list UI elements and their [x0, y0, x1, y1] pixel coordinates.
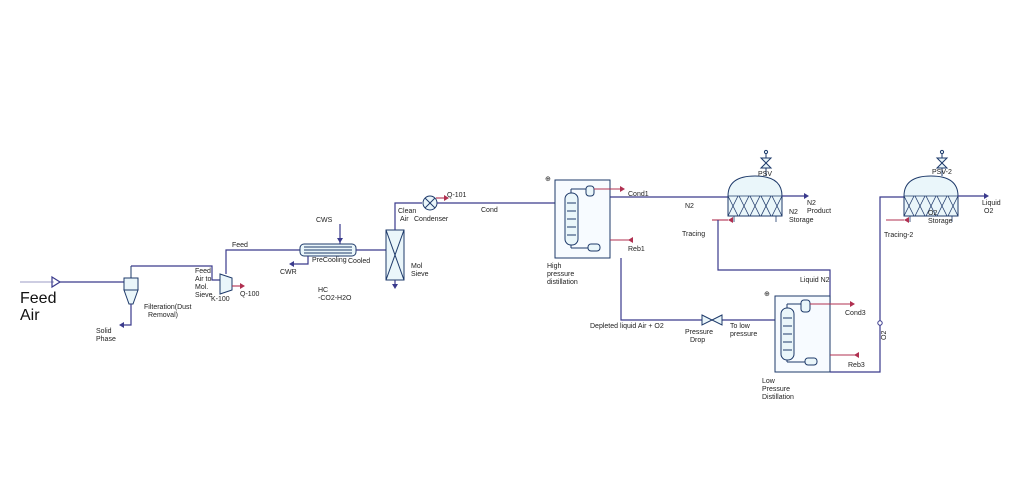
psv2-valve[interactable]	[935, 149, 949, 176]
condenser[interactable]	[422, 195, 438, 211]
n2-storage-tank[interactable]	[727, 175, 783, 222]
tracing-label: Tracing	[682, 231, 705, 238]
feed-mol-label-3: Mol.	[195, 284, 208, 291]
reb3-arrow	[854, 352, 859, 358]
n2-label: N2	[685, 203, 694, 210]
n2-product-arrow	[804, 193, 809, 199]
lp-column-icon: ⊕	[764, 291, 770, 298]
solid-phase-stream[interactable]	[124, 304, 132, 326]
hp-label-3: distillation	[547, 279, 578, 286]
o2-label: O2	[881, 331, 888, 340]
reb1-label: Reb1	[628, 246, 645, 253]
cwr-label: CWR	[280, 269, 297, 276]
hp-column-icon: ⊕	[545, 176, 551, 183]
pressure-drop-label-2: Drop	[690, 337, 705, 344]
o2-stream[interactable]	[830, 196, 904, 373]
to-low-pressure-label-1: To low	[730, 323, 751, 330]
depleted-liquid-air-stream[interactable]	[620, 258, 780, 321]
feed-mol-label-1: Feed	[195, 268, 211, 275]
o2-storage-label-2: Storage	[928, 218, 953, 225]
o2-storage-label-1: O2	[928, 210, 937, 217]
to-low-pressure-label-2: pressure	[730, 331, 757, 338]
cond-label: Cond	[481, 207, 498, 214]
lp-label-2: Pressure	[762, 386, 790, 393]
lp-label-3: Distillation	[762, 394, 794, 401]
q100-arrow	[240, 283, 245, 289]
n2-product-label-2: Product	[807, 208, 831, 215]
n2-storage-label-2: Storage	[789, 217, 814, 224]
pressure-drop-label-1: Pressure	[685, 329, 713, 336]
filtration-cyclone[interactable]	[123, 266, 139, 305]
precooling-label: PreCooling	[312, 257, 347, 264]
feed-air-label-line1: Feed	[20, 290, 56, 307]
hc-label-2: -CO2-H2O	[318, 295, 352, 302]
tracing2-label: Tracing-2	[884, 232, 913, 239]
cws-label: CWS	[316, 217, 333, 224]
k100-label: K-100	[211, 296, 230, 303]
reb1-arrow	[628, 237, 633, 243]
cond1-arrow	[620, 186, 625, 192]
compressor-k100[interactable]	[219, 273, 233, 295]
q101-arrow	[444, 195, 449, 201]
liquid-n2-stream[interactable]	[717, 220, 831, 303]
lp-label-1: Low	[762, 378, 776, 385]
feed-mol-label-2: Air to	[195, 276, 211, 283]
solid-phase-label-2: Phase	[96, 336, 116, 343]
cond3-arrow	[850, 301, 855, 307]
filtration-label-2: Removal)	[148, 312, 178, 319]
n2-storage-label-1: N2	[789, 209, 798, 216]
filtration-label-1: Filteration(Dust	[144, 304, 192, 311]
hp-label-2: pressure	[547, 271, 574, 278]
clean-air-label-1: Clean	[398, 208, 416, 215]
mol-sieve-label-1: Mol	[411, 263, 423, 270]
o2-stream-node	[877, 320, 883, 326]
clean-air-label-2: Air	[400, 216, 409, 223]
liquid-o2-arrow	[984, 193, 989, 199]
hc-co2-h2o-arrow	[392, 284, 398, 289]
feed-air-label-line2: Air	[20, 307, 40, 324]
cws-arrow	[337, 238, 343, 243]
lp-distillation-column[interactable]	[774, 295, 831, 373]
tracing-arrow	[728, 217, 733, 223]
q101-label: Q-101	[447, 192, 467, 199]
solid-phase-arrow	[119, 322, 124, 328]
feed-label: Feed	[232, 242, 248, 249]
solid-phase-label-1: Solid	[96, 328, 112, 335]
feed-stream[interactable]	[225, 249, 300, 274]
clean-air-stream[interactable]	[394, 202, 422, 230]
cwr-stream[interactable]	[294, 256, 309, 265]
n2-product-label-1: N2	[807, 200, 816, 207]
mol-sieve-label-2: Sieve	[411, 271, 429, 278]
mol-sieve[interactable]	[385, 229, 405, 281]
cwr-arrow	[289, 261, 294, 267]
cond3-label: Cond3	[845, 310, 866, 317]
precooling-exchanger[interactable]	[299, 243, 357, 257]
feed-mol-label-4: Sieve	[195, 292, 213, 299]
feed-air-to-mol-sieve-stream[interactable]	[131, 265, 220, 281]
hp-label-1: High	[547, 263, 562, 270]
psv-label: PSV	[758, 171, 772, 178]
liquid-n2-label: Liquid N2	[800, 277, 830, 284]
liquid-o2-label-1: Liquid	[982, 200, 1001, 207]
cooled-label: Cooled	[348, 258, 370, 265]
cond1-label: Cond1	[628, 191, 649, 198]
liquid-o2-label-2: O2	[984, 208, 993, 215]
depleted-label: Depleted liquid Air + O2	[590, 323, 664, 330]
psv2-label: PSV-2	[932, 169, 952, 176]
pressure-drop-valve[interactable]	[701, 314, 723, 326]
feed-air-stream[interactable]	[20, 275, 124, 289]
hp-distillation-column[interactable]	[554, 179, 611, 259]
hc-label-1: HC	[318, 287, 328, 294]
tracing2-arrow	[904, 217, 909, 223]
o2-storage-tank[interactable]	[903, 175, 959, 222]
psv-valve[interactable]	[759, 149, 773, 176]
q100-label: Q-100	[240, 291, 260, 298]
reb3-label: Reb3	[848, 362, 865, 369]
condenser-label: Condenser	[414, 216, 449, 223]
